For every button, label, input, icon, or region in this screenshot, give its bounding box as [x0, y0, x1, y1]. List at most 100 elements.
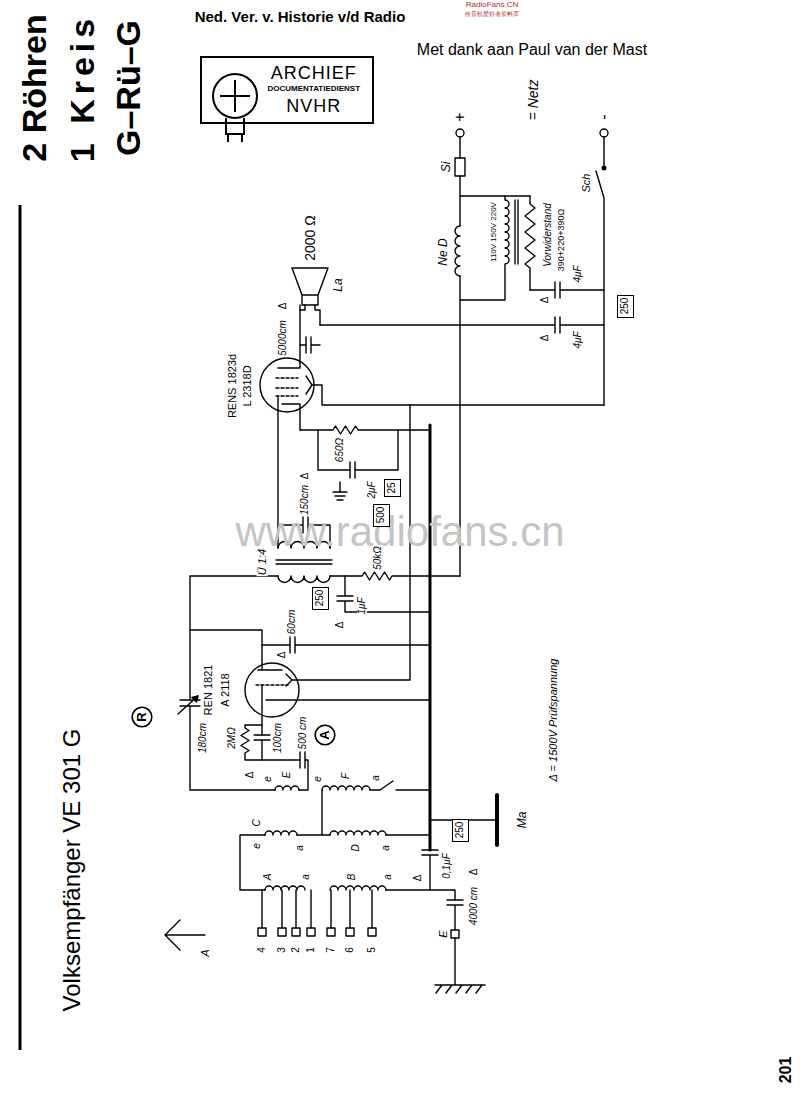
test-mark: Δ — [540, 334, 550, 343]
detector-stage — [178, 405, 430, 790]
coil-end: e — [313, 775, 323, 783]
stamp-text: NVHR — [268, 97, 361, 116]
tube-grid — [276, 378, 298, 396]
tube-grid — [256, 684, 288, 685]
coil-set — [165, 781, 455, 950]
pin-number: 5 — [367, 946, 377, 954]
switch-symbol — [596, 137, 604, 405]
capacitor-symbol — [447, 900, 463, 930]
capacitor-symbol — [422, 850, 438, 890]
pin-terminal — [292, 928, 300, 936]
part-value: 60cm — [287, 609, 297, 635]
test-mark: Δ — [469, 868, 479, 877]
heading-text: 2 Röhren — [17, 13, 51, 162]
transformer-core — [515, 200, 518, 264]
pin-terminal — [278, 928, 286, 936]
pin-terminal — [327, 928, 335, 936]
coil-end: a — [383, 873, 393, 881]
resistor-symbol — [525, 196, 535, 290]
voltage-box: 250 — [312, 587, 329, 610]
voltage-box: 25 — [384, 479, 401, 497]
wire — [300, 305, 320, 325]
test-mark: Δ — [277, 651, 287, 660]
tube-type: A 2118 — [220, 672, 231, 707]
terminal-symbol — [456, 129, 464, 137]
coil-symbol — [330, 831, 386, 835]
heading-text: G–Rü–G — [111, 19, 145, 157]
coil-end: e — [263, 775, 273, 783]
pin-terminal — [258, 928, 266, 936]
capacitor-symbol — [337, 576, 430, 612]
ground-bus — [429, 425, 432, 850]
tube-heater — [306, 376, 604, 405]
earth-symbol — [435, 938, 485, 993]
wire — [261, 685, 262, 735]
coil-label: B — [347, 873, 357, 882]
test-mark: Δ — [245, 771, 255, 780]
schematic — [165, 129, 608, 993]
antenna-label: A — [200, 948, 211, 957]
switch-symbol — [370, 781, 430, 790]
earth-label: E — [438, 929, 449, 938]
earth-terminal — [451, 930, 459, 938]
pin-wire — [262, 890, 372, 928]
pin-number: 2 — [291, 946, 301, 954]
pin-number: 3 — [277, 946, 287, 954]
tube-cathode — [266, 699, 430, 700]
part-value: 500 cm — [298, 716, 308, 751]
pin-number: 6 — [345, 946, 355, 954]
capacitor-symbol — [254, 735, 270, 760]
capacitor-symbol — [299, 752, 308, 790]
test-mark: Δ — [300, 472, 310, 481]
voltage-box: 250 — [617, 295, 634, 318]
part-value: 180cm — [198, 722, 208, 754]
transformer-core — [276, 560, 332, 564]
test-mark: Δ — [413, 874, 423, 883]
voltage-rating: 250 — [315, 590, 326, 607]
tube-type: L 2318D — [242, 364, 253, 407]
wire — [459, 137, 460, 226]
watermark: www.radiofans.cn — [234, 511, 565, 553]
header-text: Ned. Ver. v. Historie v/d Radio — [194, 9, 407, 24]
terminal-label: + — [452, 111, 468, 122]
pin-terminal — [307, 928, 315, 936]
stamp-logo — [206, 62, 264, 146]
callout-circle — [132, 707, 152, 727]
part-value: 650Ω — [335, 437, 345, 463]
part-value: 4μF — [573, 264, 583, 283]
pin-terminal — [346, 928, 354, 936]
resistor-symbol — [241, 725, 300, 760]
capacitor-symbol — [262, 637, 430, 653]
part-value: 0,1μF — [442, 852, 452, 880]
part-label: Sch — [581, 173, 592, 194]
voltage-rating: 500 — [376, 507, 387, 524]
coil-label: F — [341, 772, 351, 780]
transformer-coil — [460, 196, 509, 300]
test-mark: Δ — [278, 302, 288, 311]
tube-type: RENS 1823d — [227, 353, 238, 419]
pin-number: 7 — [326, 946, 336, 954]
capacitor-symbol — [300, 337, 320, 353]
part-value: 50kΩ — [373, 545, 383, 571]
coil-end: e — [252, 842, 262, 850]
coil-end: a — [371, 774, 381, 782]
loudspeaker-symbol — [292, 268, 328, 305]
frame-line — [20, 205, 21, 1050]
test-mark: Δ — [540, 296, 550, 305]
tube-anode — [278, 305, 300, 368]
part-value: 150cm — [300, 484, 310, 516]
pin-number: 4 — [257, 946, 267, 954]
coil-symbol — [275, 786, 299, 790]
chassis-bar — [495, 795, 499, 845]
tube-type: REN 1821 — [203, 664, 214, 717]
pin-number: 1 — [306, 946, 316, 954]
coil-end: a — [295, 844, 305, 852]
output-stage — [190, 268, 604, 700]
diagram-title: Volksempfänger VE 301 G — [60, 728, 84, 1013]
watermark: 收音机爱好者资料库 — [464, 11, 520, 17]
ground-symbol — [333, 482, 347, 500]
resistor-symbol — [330, 572, 460, 580]
voltage-rating: 25 — [387, 482, 398, 493]
part-label: Si — [440, 161, 452, 174]
